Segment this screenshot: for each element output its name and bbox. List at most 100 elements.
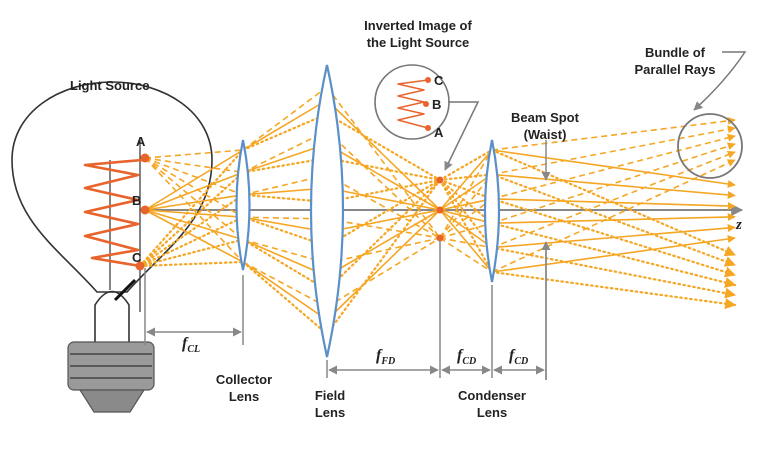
- ray: [144, 209, 244, 218]
- ray: [325, 178, 442, 292]
- image-points: [436, 176, 444, 242]
- ray: [439, 237, 493, 273]
- ray: [439, 222, 493, 239]
- ray: [439, 237, 493, 249]
- ray: [491, 142, 736, 224]
- inverted-image-inset: C B A: [374, 64, 480, 171]
- ray: [439, 198, 493, 211]
- point-c-marker: [135, 261, 145, 271]
- ray: [490, 173, 737, 267]
- ray: [138, 171, 245, 268]
- ray: [439, 149, 493, 239]
- ray: [326, 237, 441, 264]
- ray: [144, 194, 244, 211]
- ray: [439, 173, 493, 239]
- axis-label: z: [735, 217, 742, 233]
- ray: [490, 246, 737, 299]
- filament-coil: [83, 158, 143, 268]
- focal-length-collector: fCL: [182, 335, 200, 355]
- ray: [490, 148, 737, 257]
- condenser-lens-label-line2: Lens: [477, 405, 507, 420]
- ray: [438, 173, 494, 182]
- bundle-label-line2: Parallel Rays: [635, 62, 716, 77]
- ray: [144, 149, 244, 211]
- ray: [138, 148, 245, 268]
- ray: [144, 149, 244, 159]
- ray: [438, 178, 494, 200]
- point-b-label: B: [132, 193, 141, 208]
- parallel-rays-bundle-indicator: [677, 51, 747, 179]
- ray: [144, 157, 244, 174]
- collector-lens-label-line1: Collector: [216, 372, 272, 387]
- condenser-lens-label-line1: Condenser: [458, 388, 526, 403]
- ray: [138, 260, 245, 268]
- ray: [439, 209, 493, 273]
- light-source-label: Light Source: [70, 78, 149, 93]
- field-lens-label-line1: Field: [315, 388, 345, 403]
- ray: [242, 99, 328, 151]
- ray: [242, 130, 328, 174]
- ray: [438, 148, 494, 182]
- ray: [326, 174, 441, 239]
- ray: [326, 86, 441, 239]
- ray: [326, 209, 441, 321]
- ray: [138, 193, 245, 268]
- condenser-lens: [483, 139, 501, 283]
- ray: [326, 218, 441, 239]
- ray: [439, 209, 493, 224]
- focal-length-dimensions: fCL fFD fCD fCD: [144, 240, 547, 380]
- ray: [490, 197, 737, 278]
- ray: [325, 178, 442, 204]
- ray: [325, 178, 442, 248]
- ray: [490, 222, 737, 288]
- ray: [241, 238, 329, 292]
- ray: [242, 261, 328, 321]
- image-point-c-label: C: [434, 73, 444, 88]
- ray: [490, 270, 737, 310]
- ray: [326, 187, 441, 211]
- ray: [326, 209, 441, 233]
- ray: [144, 171, 244, 211]
- ray: [144, 157, 244, 196]
- ray: [138, 216, 245, 268]
- ray: [491, 224, 736, 249]
- ray: [144, 209, 244, 263]
- focal-length-field: fFD: [376, 347, 395, 367]
- ray: [241, 112, 329, 152]
- ray: [439, 173, 493, 211]
- ray: [325, 178, 442, 336]
- point-a-marker: [140, 153, 150, 163]
- ray: [439, 149, 493, 211]
- inverted-image-label-line1: Inverted Image of: [364, 18, 472, 33]
- collector-lens-label-line2: Lens: [229, 389, 259, 404]
- ray: [326, 99, 441, 211]
- focal-length-condenser-2: fCD: [509, 347, 528, 367]
- ray: [326, 237, 441, 308]
- point-a-label: A: [136, 134, 146, 149]
- ray: [491, 150, 736, 249]
- ray: [144, 209, 244, 241]
- ray: [241, 260, 329, 336]
- point-c-label: C: [132, 250, 142, 265]
- ray: [491, 149, 736, 188]
- image-point-b-label: B: [432, 97, 441, 112]
- ray-bundle: [138, 86, 737, 336]
- ray: [144, 157, 244, 241]
- ray: [242, 86, 328, 151]
- ray: [439, 209, 493, 249]
- inverted-image-label-line2: the Light Source: [367, 35, 470, 50]
- collector-lens: [235, 139, 251, 271]
- ray: [439, 198, 493, 239]
- ray: [438, 178, 494, 225]
- filament-points: A B C: [132, 134, 150, 271]
- ray: [326, 130, 441, 239]
- labels: Light Source Inverted Image of the Light…: [70, 18, 715, 420]
- ray: [144, 157, 244, 263]
- light-bulb-icon: [11, 81, 213, 413]
- ray: [325, 112, 442, 182]
- ray: [491, 125, 736, 176]
- image-point-a-label: A: [434, 125, 444, 140]
- beam-spot-label-line1: Beam Spot: [511, 110, 580, 125]
- ray: [325, 156, 442, 182]
